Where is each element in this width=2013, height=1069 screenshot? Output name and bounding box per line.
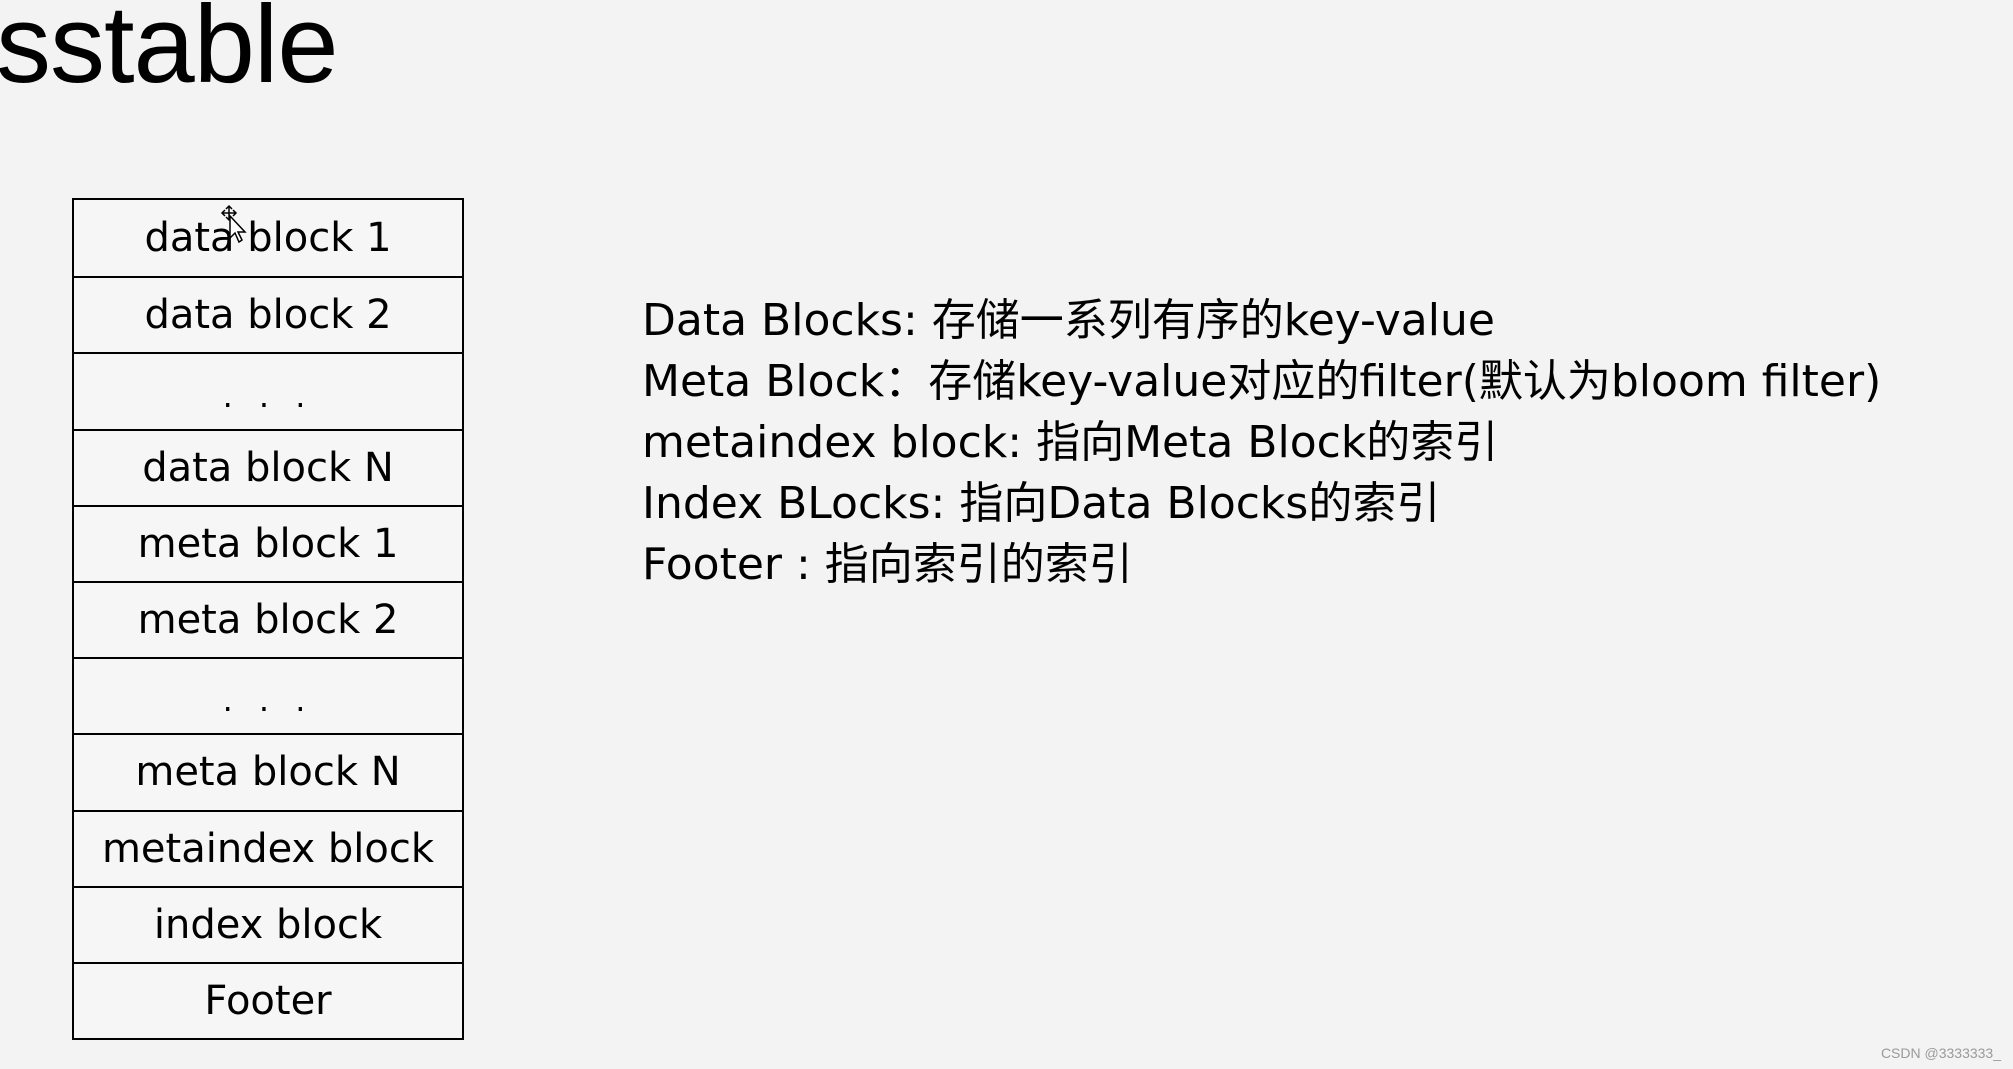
block-row-meta-1: meta block 1 (74, 504, 462, 581)
description-metaindex-block: metaindex block: 指向Meta Block的索引 (642, 417, 1499, 468)
block-row-data-2: data block 2 (74, 276, 462, 352)
description-meta-block: Meta Block：存储key-value对应的filter(默认为bloom… (642, 356, 1882, 407)
description-footer: Footer : 指向索引的索引 (642, 539, 1133, 590)
block-row-index: index block (74, 885, 462, 962)
block-row-meta-2: meta block 2 (74, 580, 462, 657)
block-row-data-n: data block N (74, 428, 462, 505)
block-row-data-ellipsis: . . . (74, 352, 462, 428)
block-row-footer: Footer (74, 961, 462, 1038)
description-index-blocks: Index BLocks: 指向Data Blocks的索引 (642, 478, 1441, 529)
block-row-data-1: data block 1 (144, 215, 392, 262)
watermark: CSDN @3333333_ (1880, 1045, 2001, 1061)
slide-title: sstable (0, 0, 339, 106)
block-row-metaindex: metaindex block (74, 809, 462, 886)
block-row-meta-ellipsis: . . . (74, 657, 462, 733)
sstable-block-stack: data block 1 data block 2 . . . data blo… (72, 198, 464, 1041)
description-data-blocks: Data Blocks: 存储一系列有序的key-value (642, 295, 1495, 346)
block-row-meta-n: meta block N (74, 733, 462, 809)
move-cursor-icon (220, 204, 248, 244)
description-list: Data Blocks: 存储一系列有序的key-value Meta Bloc… (642, 290, 1881, 595)
